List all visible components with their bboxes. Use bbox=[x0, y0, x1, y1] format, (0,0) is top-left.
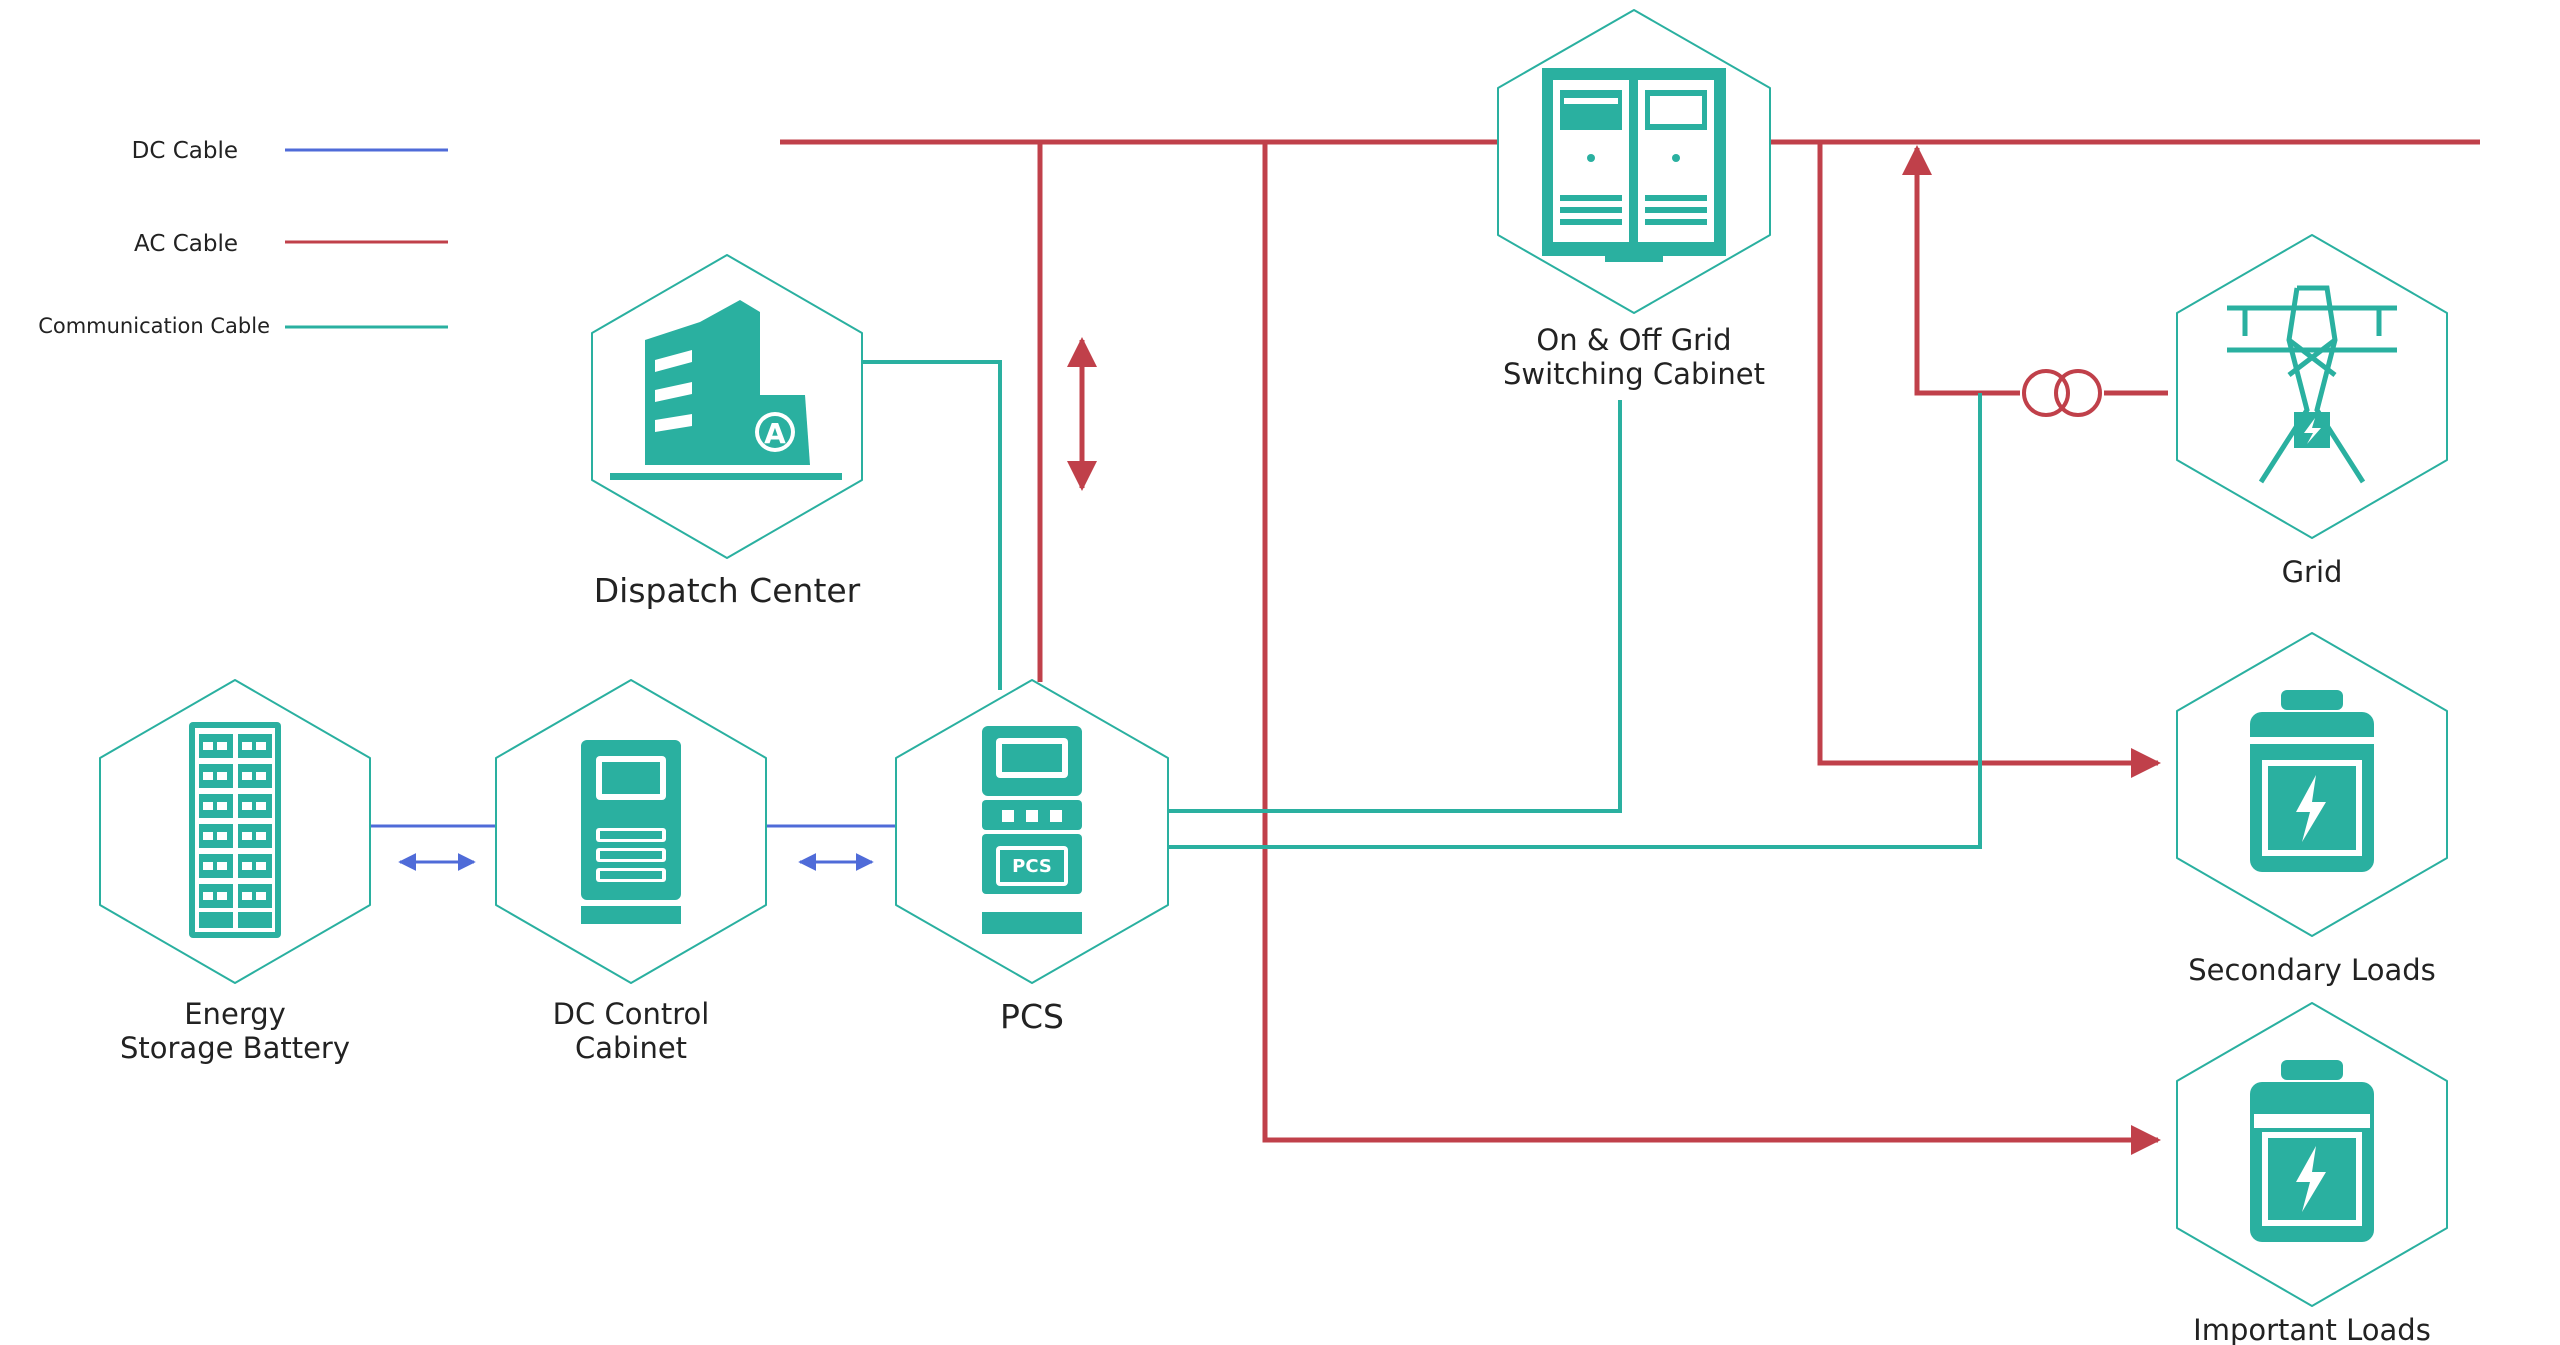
battery-label-line1: Energy bbox=[184, 997, 286, 1031]
legend-comm-label: Communication Cable bbox=[38, 314, 270, 338]
node-secondary-loads: Secondary Loads bbox=[2176, 632, 2448, 987]
node-dc-control-cabinet: DC Control Cabinet bbox=[495, 679, 767, 1065]
cabinet-icon bbox=[1542, 68, 1726, 262]
dc-cabinet-label-line2: Cabinet bbox=[575, 1031, 687, 1065]
dc-cables bbox=[370, 824, 896, 871]
ac-grid-feed bbox=[1914, 178, 2020, 396]
svg-text:A: A bbox=[764, 417, 786, 450]
switching-cabinet-label-line1: On & Off Grid bbox=[1536, 323, 1731, 357]
node-important-loads: Important Loads bbox=[2176, 1002, 2448, 1345]
pcs-hexagon bbox=[895, 679, 1169, 984]
dc-cabinet-icon bbox=[581, 740, 681, 924]
dispatch-center-label: Dispatch Center bbox=[594, 571, 861, 610]
important-loads-label: Important Loads bbox=[2193, 1313, 2431, 1345]
grid-label: Grid bbox=[2282, 555, 2343, 589]
ac-secondary-loads-feed bbox=[1817, 142, 2161, 778]
transmission-tower-icon bbox=[2227, 285, 2397, 484]
node-dispatch-center: A Dispatch Center bbox=[591, 254, 863, 610]
dc-cabinet-label-line1: DC Control bbox=[553, 997, 710, 1031]
battery-rack-icon bbox=[189, 722, 281, 938]
grid-hexagon bbox=[2176, 234, 2448, 539]
ac-cables bbox=[780, 139, 2480, 1155]
pcs-label: PCS bbox=[1000, 997, 1064, 1036]
building-icon: A bbox=[610, 300, 842, 480]
important-battery-icon bbox=[2250, 1060, 2374, 1242]
battery-label-line2: Storage Battery bbox=[120, 1031, 350, 1065]
node-grid: Grid bbox=[2176, 234, 2448, 589]
comm-pcs-to-grid bbox=[1168, 393, 1982, 849]
communication-cables bbox=[862, 360, 1982, 849]
legend: DC Cable AC Cable Communication Cable bbox=[38, 138, 448, 338]
pcs-panel-text: PCS bbox=[1012, 856, 1052, 877]
comm-pcs-to-switching-cabinet bbox=[1168, 400, 1622, 813]
node-energy-storage-battery: Energy Storage Battery bbox=[99, 679, 371, 1065]
pcs-icon: PCS bbox=[982, 726, 1082, 934]
switching-cabinet-label-line2: Switching Cabinet bbox=[1503, 357, 1765, 391]
transformer-coil-left bbox=[2022, 369, 2070, 417]
ac-important-loads-feed bbox=[1262, 142, 2161, 1155]
secondary-loads-label: Secondary Loads bbox=[2188, 953, 2435, 987]
node-switching-cabinet: On & Off Grid Switching Cabinet bbox=[1497, 9, 1771, 391]
secondary-battery-icon bbox=[2250, 690, 2374, 872]
legend-ac-label: AC Cable bbox=[134, 231, 238, 257]
comm-dispatch-to-pcs bbox=[862, 360, 1002, 690]
node-pcs: PCS PCS bbox=[895, 679, 1169, 1036]
transformer-coil-right bbox=[2054, 369, 2102, 417]
legend-dc-label: DC Cable bbox=[132, 138, 238, 164]
